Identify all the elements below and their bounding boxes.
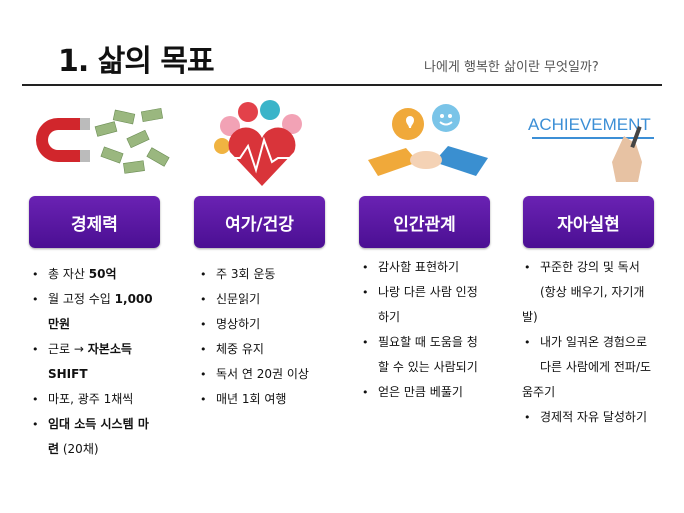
category-label-leisure-health: 여가/건강 xyxy=(194,196,325,248)
list-item: 독서 연 20권 이상 xyxy=(198,362,348,387)
list-item: 감사함 표현하기 xyxy=(360,255,520,280)
leisure-health-list: 주 3회 운동 신문읽기 명상하기 체중 유지 독서 연 20권 이상 매년 1… xyxy=(198,262,348,412)
list-item: 얻은 만큼 베풀기 xyxy=(360,380,520,405)
list-item: 마포, 광주 1채씩 xyxy=(30,387,180,412)
list-item: 경제적 자유 달성하기 xyxy=(522,405,682,430)
self-realization-list: 꾸준한 강의 및 독서(항상 배우기, 자기개 발) 내가 일궈온 경험으로다른… xyxy=(522,255,682,430)
category-label-self-realization: 자아실현 xyxy=(523,196,654,248)
achievement-illustration: ACHIEVEMENT xyxy=(528,115,654,182)
page-title: 1. 삶의 목표 xyxy=(58,44,215,79)
heart-health-illustration xyxy=(214,100,306,186)
handshake-illustration xyxy=(368,104,488,176)
list-item: 명상하기 xyxy=(198,312,348,337)
title-divider xyxy=(22,84,662,86)
list-item: 임대 소득 시스템 마련 (20채) xyxy=(30,412,180,462)
achievement-text: ACHIEVEMENT xyxy=(528,115,651,134)
category-label-relationships: 인간관계 xyxy=(359,196,490,248)
list-item: 주 3회 운동 xyxy=(198,262,348,287)
list-item: 총 자산 50억 xyxy=(30,262,180,287)
list-item: 신문읽기 xyxy=(198,287,348,312)
page-subtitle: 나에게 행복한 삶이란 무엇일까? xyxy=(424,60,599,75)
list-item-continuation: 움주기 xyxy=(522,385,556,399)
list-item: 꾸준한 강의 및 독서(항상 배우기, 자기개 xyxy=(522,255,682,305)
list-item: 매년 1회 여행 xyxy=(198,387,348,412)
magnet-money-illustration xyxy=(36,107,170,174)
list-item: 필요할 때 도움을 청할 수 있는 사람되기 xyxy=(360,330,520,380)
list-item: 체중 유지 xyxy=(198,337,348,362)
list-item-continuation: 발) xyxy=(522,310,538,324)
category-label-economy: 경제력 xyxy=(29,196,160,248)
